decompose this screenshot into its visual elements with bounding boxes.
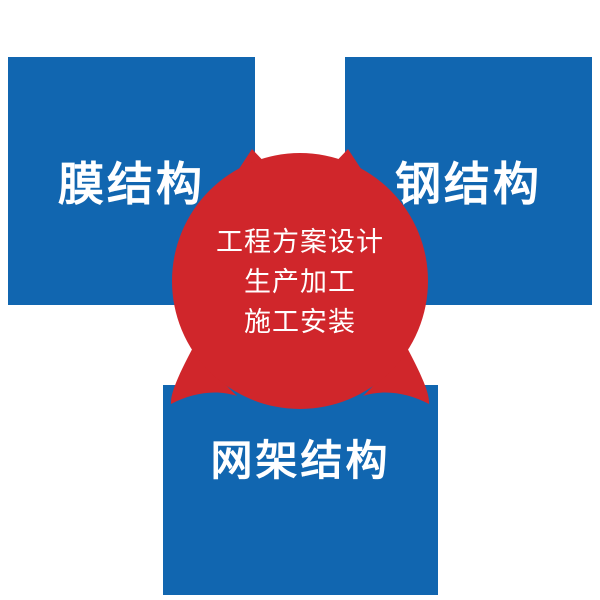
badge-text: 工程方案设计 生产加工 施工安装 — [150, 222, 450, 342]
badge-line-production: 生产加工 — [244, 267, 356, 297]
badge-line-installation: 施工安装 — [244, 307, 356, 337]
box-membrane-label: 膜结构 — [58, 158, 205, 210]
box-grid: 网架结构 — [163, 385, 438, 595]
box-steel-label: 钢结构 — [395, 158, 542, 210]
box-grid-label: 网架结构 — [210, 437, 391, 484]
badge-line-design: 工程方案设计 — [216, 227, 384, 257]
